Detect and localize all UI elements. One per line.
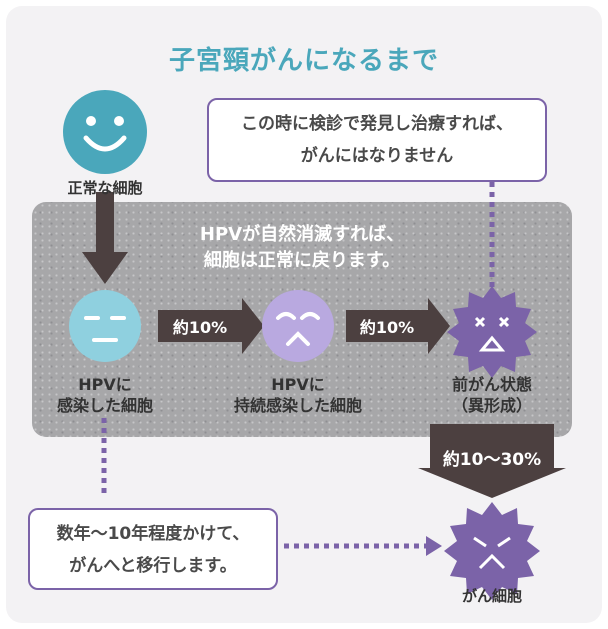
percent-precancer-to-cancer: 約10～30% (442, 449, 542, 470)
down-arrow-head (82, 252, 128, 284)
precancer-label-line2: （異形成） (451, 396, 532, 415)
persistent-infection-label: HPVに 持続感染した細胞 (218, 374, 378, 416)
precancer-label: 前がん状態 （異形成） (422, 374, 562, 416)
hpv-infected-label-line2: 感染した細胞 (56, 396, 153, 415)
early-detection-line1: この時に検診で発見し治療すれば、 (241, 114, 513, 134)
percent-infected-to-persistent: 約10% (172, 318, 228, 337)
dotted-arrowhead (426, 536, 442, 556)
diagram-graphics (63, 90, 566, 600)
progression-time-line1: 数年～10年程度かけて、 (56, 524, 250, 544)
cancer-cell-label: がん細胞 (461, 587, 522, 605)
progression-time-callout: 数年～10年程度かけて、 がんへと移行します。 (28, 508, 278, 590)
normal-cell-label: 正常な細胞 (67, 179, 143, 197)
persistent-infection-label-line2: 持続感染した細胞 (233, 396, 362, 415)
early-detection-line2: がんにはなりません (300, 146, 454, 166)
arrow-infected-to-persistent (158, 298, 264, 354)
precancer-label-line1: 前がん状態 (451, 375, 532, 394)
progression-time-line2: がんへと移行します。 (69, 556, 237, 576)
natural-clearance-line2: 細胞は正常に戻ります。 (203, 250, 401, 271)
percent-persistent-to-precancer: 約10% (359, 318, 415, 337)
arrow-persistent-to-precancer (346, 298, 450, 354)
diagram-card: 子宮頸がんになるまで (6, 6, 602, 623)
hpv-infected-label: HPVに 感染した細胞 (34, 374, 176, 416)
persistent-infection-cell-face-icon (262, 290, 334, 362)
hpv-infected-cell-face-icon (69, 290, 141, 362)
hpv-infected-label-line1: HPVに (78, 375, 132, 394)
page-title: 子宮頸がんになるまで (168, 46, 439, 76)
persistent-infection-label-line1: HPVに (271, 375, 325, 394)
arrow-precancer-to-cancer (418, 424, 566, 498)
normal-cell-face-icon (63, 90, 147, 174)
cancer-cell-face-icon (444, 502, 540, 600)
natural-clearance-line1: HPVが自然消滅すれば、 (199, 224, 405, 245)
down-arrow-shaft (96, 192, 114, 252)
early-detection-callout: この時に検診で発見し治療すれば、 がんにはなりません (207, 98, 547, 182)
precancer-cell-face-icon (447, 286, 537, 378)
natural-clearance-text: HPVが自然消滅すれば、 細胞は正常に戻ります。 (32, 222, 572, 274)
